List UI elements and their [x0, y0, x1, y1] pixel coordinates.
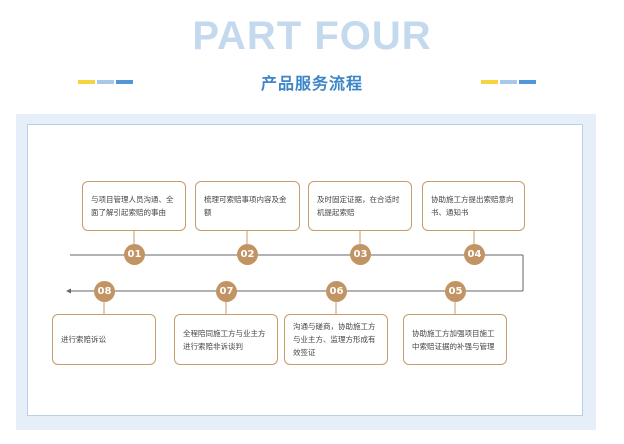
diagram-panel	[27, 124, 583, 416]
step-text-01: 与项目管理人员沟通、全面了解引起索赔的事由	[91, 195, 174, 217]
step-badge-05: 05	[445, 281, 466, 302]
step-text-07: 全程陪同施工方与业主方进行索赔非诉谈判	[183, 328, 266, 351]
decor-bar-left	[78, 80, 133, 84]
step-box-05: 协助施工方加强项目施工中索赔证据的补强与管理	[403, 314, 507, 365]
step-badge-07: 07	[216, 281, 237, 302]
step-text-08: 进行索赔诉讼	[61, 335, 106, 344]
step-badge-04: 04	[464, 244, 485, 265]
decor-segment-light-blue	[97, 80, 114, 84]
step-box-08: 进行索赔诉讼	[52, 314, 156, 365]
step-text-06: 沟通与磋商，协助施工方与业主方、监理方形成有效签证	[293, 322, 376, 357]
step-box-01: 与项目管理人员沟通、全面了解引起索赔的事由	[82, 181, 186, 231]
step-badge-03: 03	[350, 244, 371, 265]
step-badge-01: 01	[124, 244, 145, 265]
arrow-head-icon	[66, 288, 71, 294]
step-badge-08: 08	[94, 281, 115, 302]
step-box-07: 全程陪同施工方与业主方进行索赔非诉谈判	[174, 314, 278, 365]
decor-segment-blue	[116, 80, 133, 84]
step-text-05: 协助施工方加强项目施工中索赔证据的补强与管理	[412, 328, 495, 351]
step-badge-06: 06	[326, 281, 347, 302]
step-box-06: 沟通与磋商，协助施工方与业主方、监理方形成有效签证	[284, 314, 388, 365]
decor-segment-light-blue	[500, 80, 517, 84]
step-text-03: 及时固定证据，在合适时机提起索赔	[317, 195, 400, 217]
step-box-04: 协助施工方提出索赔意向书、通知书	[422, 181, 525, 231]
part-title: PART FOUR	[192, 14, 432, 58]
step-box-03: 及时固定证据，在合适时机提起索赔	[308, 181, 412, 231]
step-badge-02: 02	[237, 244, 258, 265]
decor-segment-blue	[519, 80, 536, 84]
decor-segment-yellow	[78, 80, 95, 84]
step-text-04: 协助施工方提出索赔意向书、通知书	[431, 195, 514, 217]
section-subtitle: 产品服务流程	[260, 74, 363, 93]
decor-segment-yellow	[481, 80, 498, 84]
step-text-02: 梳理可索赔事项内容及金额	[204, 195, 287, 217]
decor-bar-right	[481, 80, 536, 84]
step-box-02: 梳理可索赔事项内容及金额	[195, 181, 300, 231]
